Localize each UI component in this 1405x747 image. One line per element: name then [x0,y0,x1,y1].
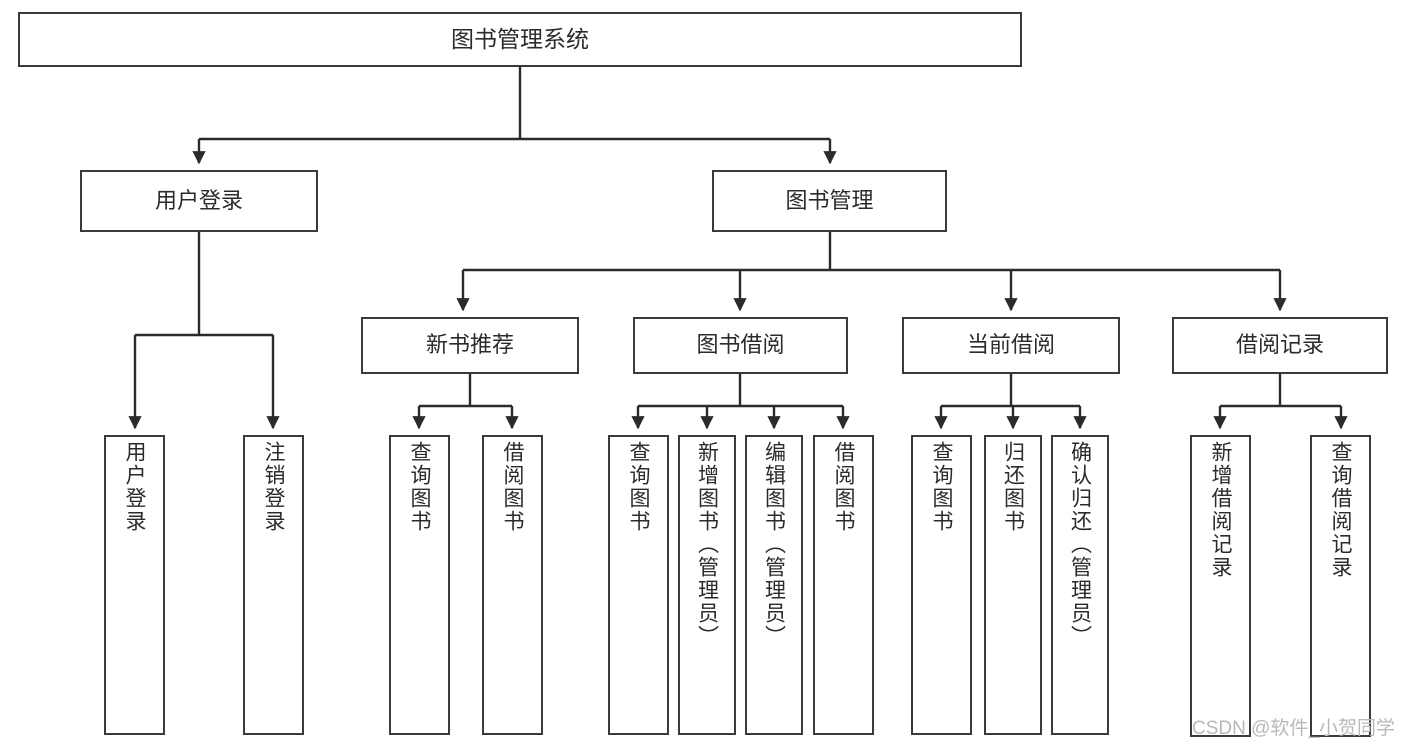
node-new-book-recommend[interactable]: 新书推荐 [361,317,579,374]
leaf-node-label: 确认归还（管理员） [1068,441,1092,648]
node-current-borrow-label: 当前借阅 [966,332,1055,358]
leaf-node-label: 编辑图书（管理员） [762,441,786,648]
node-root[interactable]: 图书管理系统 [18,12,1022,67]
leaf-node[interactable]: 新增图书（管理员） [678,435,736,735]
leaf-node[interactable]: 借阅图书 [482,435,543,735]
node-borrow-record-label: 借阅记录 [1235,332,1324,358]
leaf-node[interactable]: 查询图书 [911,435,972,735]
node-book-borrow-label: 图书借阅 [696,332,785,358]
leaf-node[interactable]: 查询图书 [608,435,669,735]
leaf-node[interactable]: 注销登录 [243,435,304,735]
leaf-node[interactable]: 归还图书 [984,435,1042,735]
watermark: CSDN @软件_小贺同学 [1192,718,1395,739]
leaf-node-label: 新增图书（管理员） [695,441,719,648]
node-user-login-label: 用户登录 [154,187,243,213]
leaf-node[interactable]: 查询借阅记录 [1310,435,1371,737]
leaf-node[interactable]: 确认归还（管理员） [1051,435,1109,735]
leaf-node-label: 查询图书 [930,441,953,533]
leaf-node-label: 用户登录 [123,441,146,533]
leaf-node[interactable]: 用户登录 [104,435,165,735]
node-new-book-recommend-label: 新书推荐 [425,332,514,358]
node-root-label: 图书管理系统 [451,25,589,52]
leaf-node[interactable]: 新增借阅记录 [1190,435,1251,737]
leaf-node[interactable]: 查询图书 [389,435,450,735]
leaf-node-label: 查询图书 [408,441,431,533]
leaf-node[interactable]: 借阅图书 [813,435,874,735]
node-book-management-label: 图书管理 [785,187,874,213]
leaf-node-label: 注销登录 [262,441,285,533]
leaf-node[interactable]: 编辑图书（管理员） [745,435,803,735]
node-current-borrow[interactable]: 当前借阅 [902,317,1120,374]
node-user-login[interactable]: 用户登录 [80,170,318,232]
node-borrow-record[interactable]: 借阅记录 [1172,317,1388,374]
leaf-node-label: 借阅图书 [832,441,855,533]
node-book-management[interactable]: 图书管理 [712,170,947,232]
leaf-node-label: 新增借阅记录 [1209,441,1232,579]
leaf-node-label: 查询图书 [627,441,650,533]
leaf-node-label: 查询借阅记录 [1329,441,1352,579]
leaf-node-label: 归还图书 [1001,441,1025,533]
node-book-borrow[interactable]: 图书借阅 [633,317,848,374]
leaf-node-label: 借阅图书 [501,441,524,533]
